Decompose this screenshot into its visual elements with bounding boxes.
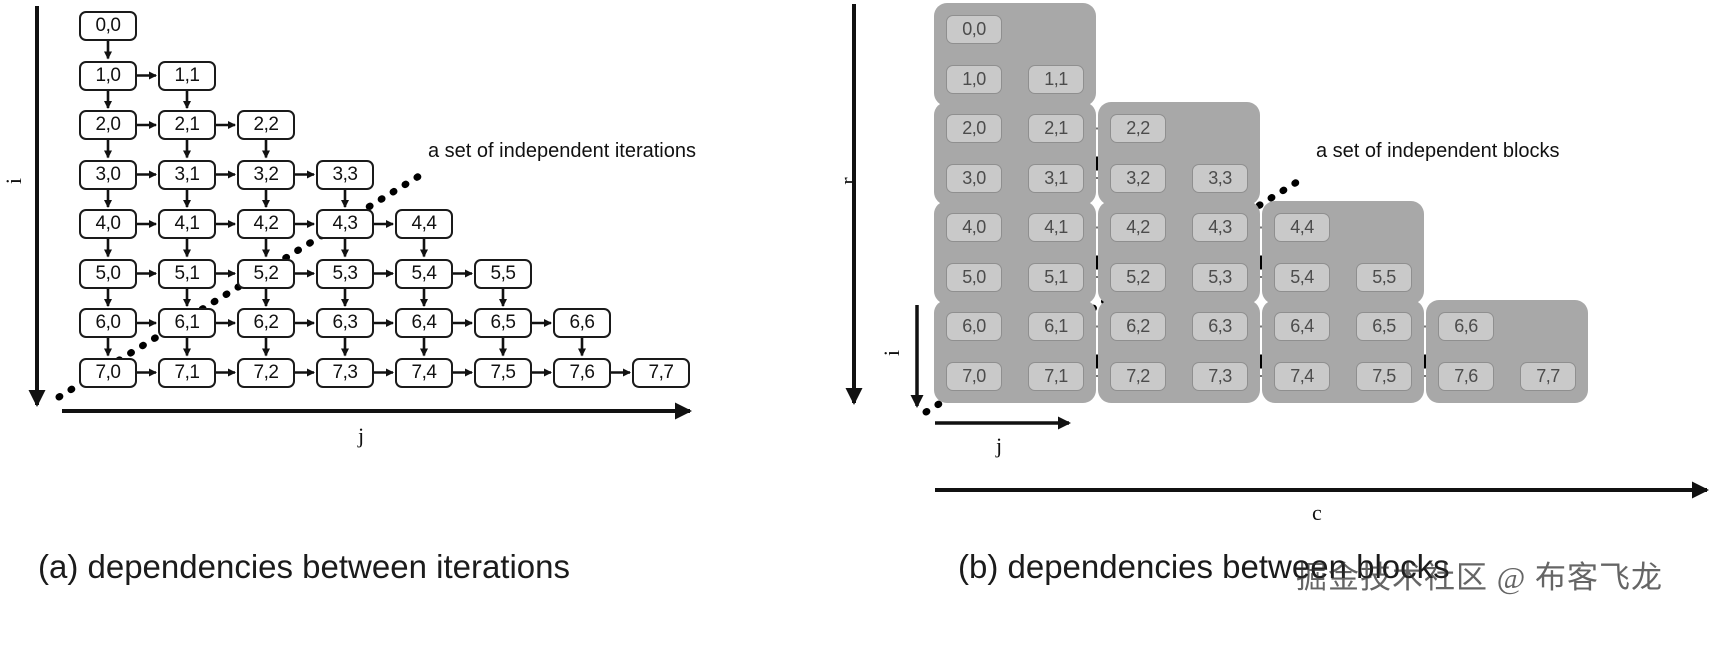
iteration-node-5-3: 5,3 (316, 258, 374, 289)
axis-label-j-inner: j (996, 433, 1003, 458)
block-iteration-node-4-0: 4,0 (946, 213, 1002, 242)
block-iteration-node-3-1: 3,1 (1028, 163, 1084, 193)
iteration-node-3-1: 3,1 (158, 159, 216, 190)
iteration-node-3-0: 3,0 (79, 159, 137, 190)
iteration-node-6-1: 6,1 (158, 308, 216, 338)
block-iteration-node-7-2: 7,2 (1110, 361, 1166, 391)
block-iteration-node-6-2: 6,2 (1110, 312, 1166, 341)
block-iteration-node-5-0: 5,0 (946, 262, 1002, 292)
block-iteration-node-5-2: 5,2 (1110, 262, 1166, 292)
block-iteration-node-0-0: 0,0 (946, 15, 1002, 44)
block-iteration-node-3-0: 3,0 (946, 163, 1002, 193)
block-iteration-node-2-2: 2,2 (1110, 114, 1166, 143)
panel-b-dependencies-between-blocks: 0,0 1,0 1,1 2,0 2,1 2,2 3,0 3,1 3,2 3,3 4,0 4,1 4,2 4… (835, 0, 1729, 659)
iteration-node-2-1: 2,1 (158, 110, 216, 140)
iteration-node-1-1: 1,1 (158, 60, 216, 91)
iteration-node-4-4: 4,4 (395, 209, 453, 239)
block-iteration-node-4-3: 4,3 (1192, 213, 1248, 242)
iteration-node-3-2: 3,2 (237, 159, 295, 190)
block-iteration-node-6-1: 6,1 (1028, 312, 1084, 341)
iteration-node-0-0: 0,0 (79, 11, 137, 41)
iteration-node-5-5: 5,5 (474, 258, 532, 289)
iteration-node-6-4: 6,4 (395, 308, 453, 338)
block-iteration-node-4-4: 4,4 (1274, 213, 1330, 242)
iteration-node-3-3: 3,3 (316, 159, 374, 190)
iteration-node-7-4: 7,4 (395, 357, 453, 388)
block-iteration-node-7-1: 7,1 (1028, 361, 1084, 391)
iteration-node-1-0: 1,0 (79, 60, 137, 91)
block-iteration-node-7-0: 7,0 (946, 361, 1002, 391)
iteration-node-5-4: 5,4 (395, 258, 453, 289)
iteration-node-6-2: 6,2 (237, 308, 295, 338)
axis-label-i-inner: i (879, 349, 904, 357)
axis-label-j: j (358, 423, 365, 448)
block-iteration-node-5-4: 5,4 (1274, 262, 1330, 292)
iteration-node-7-3: 7,3 (316, 357, 374, 388)
block-iteration-node-3-3: 3,3 (1192, 163, 1248, 193)
block-iteration-node-7-5: 7,5 (1356, 361, 1412, 391)
panel-a-dependency-arrows (104, 41, 631, 377)
block-iteration-node-1-0: 1,0 (946, 64, 1002, 94)
iteration-node-4-3: 4,3 (316, 209, 374, 239)
iteration-node-4-2: 4,2 (237, 209, 295, 239)
iteration-node-2-0: 2,0 (79, 110, 137, 140)
block-iteration-node-2-0: 2,0 (946, 114, 1002, 143)
iteration-node-2-2: 2,2 (237, 110, 295, 140)
panel-a-stage: 0,0 1,0 1,1 2,0 2,1 2,2 3,0 3,1 3,2 3,3 4,0 4,1 4,2 4… (0, 0, 864, 659)
iteration-node-6-5: 6,5 (474, 308, 532, 338)
iteration-node-4-0: 4,0 (79, 209, 137, 239)
block-iteration-node-7-6: 7,6 (1438, 361, 1494, 391)
iteration-node-7-6: 7,6 (553, 357, 611, 388)
iteration-node-6-0: 6,0 (79, 308, 137, 338)
annotation-independent-iterations: a set of independent iterations (428, 140, 696, 162)
annotation-independent-blocks: a set of independent blocks (1316, 140, 1560, 162)
iteration-node-5-1: 5,1 (158, 258, 216, 289)
caption-panel-a: (a) dependencies between iterations (38, 548, 571, 585)
axis-label-c: c (1312, 500, 1322, 525)
iteration-node-7-1: 7,1 (158, 357, 216, 388)
panel-a-dependencies-between-iterations: 0,0 1,0 1,1 2,0 2,1 2,2 3,0 3,1 3,2 3,3 4,0 4,1 4,2 4… (0, 0, 864, 659)
block-iteration-node-5-1: 5,1 (1028, 262, 1084, 292)
watermark-text: 掘金技术社区 @ 布客飞龙 (1296, 560, 1664, 595)
block-iteration-node-6-5: 6,5 (1356, 312, 1412, 341)
iteration-node-7-5: 7,5 (474, 357, 532, 388)
caption-panel-b: (b) dependencies between blocks (958, 548, 1450, 585)
iteration-node-4-1: 4,1 (158, 209, 216, 239)
iteration-node-5-0: 5,0 (79, 258, 137, 289)
iteration-node-7-2: 7,2 (237, 357, 295, 388)
block-iteration-node-3-2: 3,2 (1110, 163, 1166, 193)
iteration-node-5-2: 5,2 (237, 258, 295, 289)
block-iteration-node-6-4: 6,4 (1274, 312, 1330, 341)
block-iteration-node-7-7: 7,7 (1520, 361, 1576, 391)
block-iteration-node-7-3: 7,3 (1192, 361, 1248, 391)
block-iteration-node-2-1: 2,1 (1028, 114, 1084, 143)
block-iteration-node-6-3: 6,3 (1192, 312, 1248, 341)
block-iteration-node-6-6: 6,6 (1438, 312, 1494, 341)
block-iteration-node-1-1: 1,1 (1028, 64, 1084, 94)
block-iteration-node-5-5: 5,5 (1356, 262, 1412, 292)
block-iteration-node-6-0: 6,0 (946, 312, 1002, 341)
iteration-node-7-0: 7,0 (79, 357, 137, 388)
iteration-node-6-3: 6,3 (316, 308, 374, 338)
block-iteration-node-4-1: 4,1 (1028, 213, 1084, 242)
axis-label-i: i (1, 177, 26, 185)
axis-label-r: r (835, 177, 860, 185)
block-iteration-node-7-4: 7,4 (1274, 361, 1330, 391)
iteration-node-7-7: 7,7 (632, 357, 690, 388)
block-iteration-node-4-2: 4,2 (1110, 213, 1166, 242)
panel-b-stage: 0,0 1,0 1,1 2,0 2,1 2,2 3,0 3,1 3,2 3,3 4,0 4,1 4,2 4… (835, 0, 1729, 659)
iteration-node-6-6: 6,6 (553, 308, 611, 338)
block-iteration-node-5-3: 5,3 (1192, 262, 1248, 292)
